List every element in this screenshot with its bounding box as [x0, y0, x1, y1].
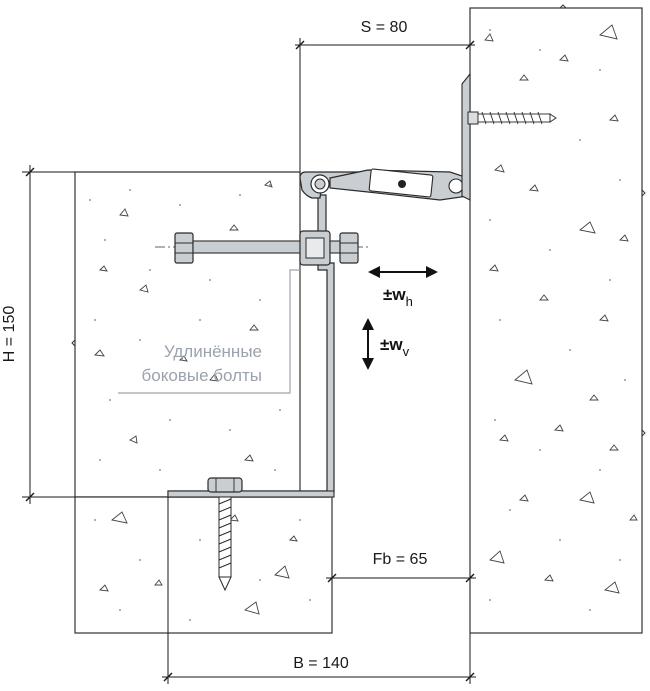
horizontal-movement-arrow	[368, 266, 438, 278]
left-lower-concrete-slab	[74, 496, 333, 634]
dimension-h-label: H = 150	[1, 306, 18, 363]
vertical-movement-label: ±wv	[380, 335, 410, 359]
left-upper-concrete-slab	[74, 171, 301, 498]
dimension-b-label: B = 140	[293, 655, 349, 672]
dimension-b	[162, 497, 476, 684]
callout-line-1: Удлинённые	[164, 342, 262, 361]
elongated-side-bolt	[174, 230, 359, 266]
base-flange	[167, 490, 335, 498]
horizontal-movement-label: ±wh	[383, 285, 413, 309]
dimension-s-label: S = 80	[361, 19, 408, 36]
right-concrete-wall	[469, 7, 643, 634]
callout-leader	[118, 269, 300, 394]
pivot-pin	[398, 180, 406, 188]
right-wall-anchor	[467, 111, 557, 125]
base-anchor-screw	[207, 477, 243, 592]
concrete-aggregate-texture	[89, 24, 638, 621]
vertical-movement-arrow	[362, 318, 374, 370]
dimension-fb	[326, 573, 476, 583]
callout-line-2: боковые болты	[142, 366, 262, 385]
dimension-fb-label: Fb = 65	[373, 551, 428, 568]
dimension-s	[295, 38, 475, 172]
break-lines	[71, 4, 646, 437]
dimension-h	[22, 165, 75, 504]
right-wall-angle	[461, 72, 471, 201]
